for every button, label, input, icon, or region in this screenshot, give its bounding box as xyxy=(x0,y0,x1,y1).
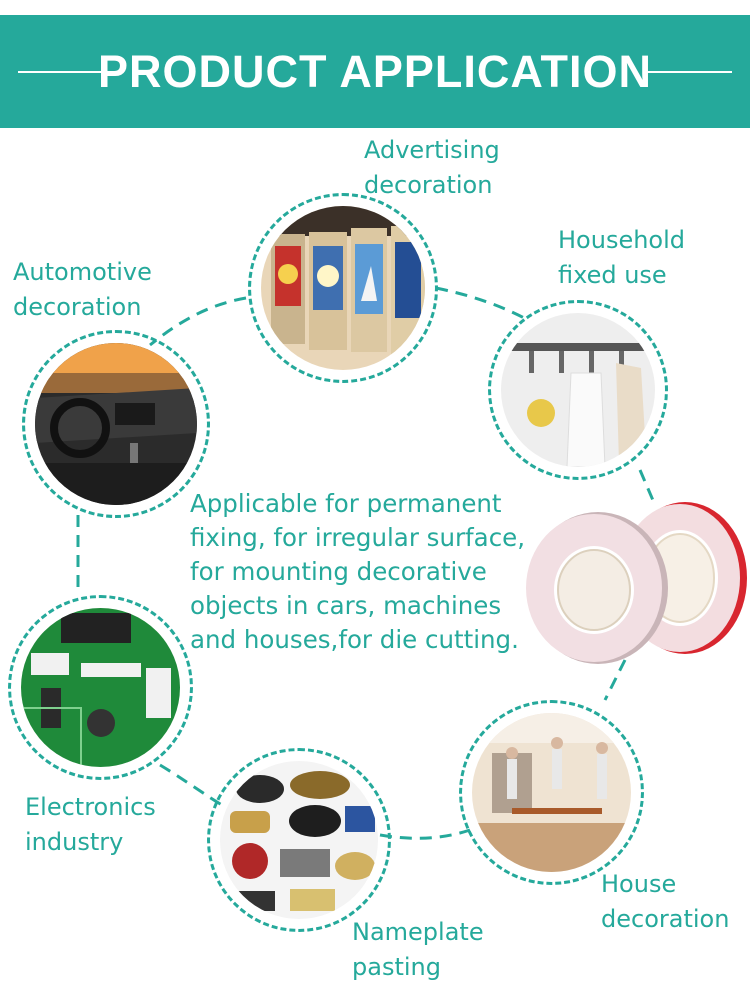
house-renovation-image xyxy=(472,713,631,872)
label-line: industry xyxy=(25,828,124,856)
photo-household xyxy=(488,300,668,480)
car-interior-image xyxy=(35,343,197,505)
tape-rolls-image xyxy=(526,502,747,664)
label-line: Household xyxy=(558,226,686,254)
label-line: pasting xyxy=(352,953,441,981)
description-line: objects in cars, machines xyxy=(190,591,502,620)
label-line: Nameplate xyxy=(352,918,484,946)
description-line: fixing, for irregular surface, xyxy=(190,523,526,552)
photo-nameplate xyxy=(207,748,391,932)
label-line: House xyxy=(601,870,677,898)
label-line: Advertising xyxy=(364,136,500,164)
label-line: Automotive xyxy=(13,258,152,286)
photo-electronics xyxy=(8,595,193,780)
description-text: Applicable for permanent fixing, for irr… xyxy=(190,487,525,657)
header-rule-left xyxy=(18,71,106,73)
photo-house xyxy=(459,700,644,885)
advertising-display-image xyxy=(261,206,425,370)
label-house: House decoration xyxy=(601,867,729,937)
photo-automotive xyxy=(22,330,210,518)
header-banner: PRODUCT APPLICATION xyxy=(0,15,750,128)
page-title: PRODUCT APPLICATION xyxy=(98,45,652,97)
description-line: Applicable for permanent xyxy=(190,489,502,518)
nameplates-image xyxy=(220,761,378,919)
label-household: Household fixed use xyxy=(558,223,685,293)
description-line: and houses,for die cutting. xyxy=(190,625,519,654)
label-line: decoration xyxy=(364,171,493,199)
circuit-board-image xyxy=(21,608,180,767)
label-line: fixed use xyxy=(558,261,667,289)
label-nameplate: Nameplate pasting xyxy=(352,915,484,985)
photo-advertising xyxy=(248,193,438,383)
household-hooks-image xyxy=(501,313,655,467)
label-line: decoration xyxy=(13,293,142,321)
label-line: Electronics xyxy=(25,793,156,821)
header-rule-right xyxy=(644,71,732,73)
label-automotive: Automotive decoration xyxy=(13,255,152,325)
label-advertising: Advertising decoration xyxy=(364,133,500,203)
description-line: for mounting decorative xyxy=(190,557,487,586)
label-electronics: Electronics industry xyxy=(25,790,156,860)
label-line: decoration xyxy=(601,905,730,933)
